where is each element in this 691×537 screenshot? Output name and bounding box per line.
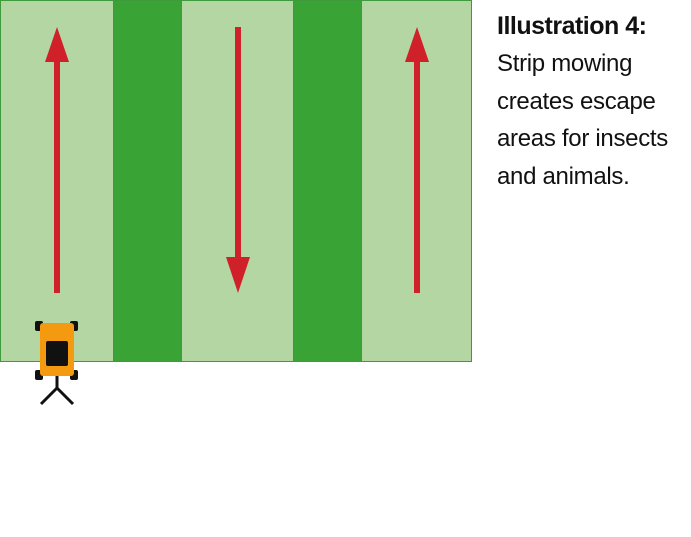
strip-mowed-1 [1, 1, 113, 361]
caption-line: areas for insects [497, 125, 668, 152]
strip-mowed-3 [361, 1, 471, 361]
caption-line: creates escape [497, 87, 656, 115]
field [0, 0, 472, 362]
caption-line: Strip mowing [497, 50, 633, 77]
strip-unmowed-1 [113, 1, 181, 361]
strip-unmowed-2 [293, 1, 361, 361]
caption-line: and animals. [497, 162, 630, 190]
caption: Illustration 4: Strip mowing creates esc… [497, 8, 687, 195]
strip-mowed-2 [181, 1, 293, 361]
caption-title: Illustration 4: [497, 12, 647, 40]
caption-body: Strip mowing creates escape areas for in… [497, 45, 687, 195]
